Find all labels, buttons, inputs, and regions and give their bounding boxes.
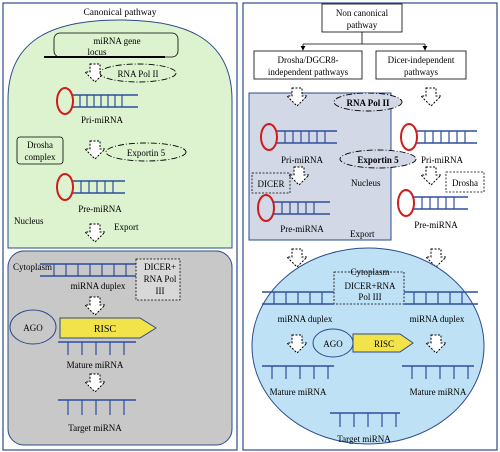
nc-dicer-label: DICER (258, 179, 285, 189)
nc-duplex-right (404, 291, 478, 305)
nc-pre-mirna-right (397, 189, 468, 217)
dicer-label-1: DICER+ (144, 262, 176, 272)
nc-drosha-box (445, 171, 485, 193)
dicer-label-3: III (156, 286, 165, 296)
target-mirna-label: Target miRNA (68, 423, 122, 433)
nc-risc-complex (352, 333, 414, 353)
exportin-5-ellipse (105, 142, 187, 162)
dicer-independent-2: pathways (404, 67, 438, 77)
nc-mature-right-strand (402, 365, 474, 379)
nc-dicer-pol-label-1: DICER+RNA (344, 281, 396, 291)
mature-mirna-label: Mature miRNA (67, 360, 124, 370)
mirna-duplex-label: miRNA duplex (71, 281, 126, 291)
dicer-label-2: RNA Pol (144, 274, 177, 284)
risc-label: RISC (94, 324, 117, 335)
nc-target-label: Target miRNA (337, 434, 391, 444)
noncanonical-title-1: Non canonical (336, 8, 389, 18)
nc-mature-right-label: Mature miRNA (410, 387, 467, 397)
nc-rna-pol-ii-ellipse (333, 92, 403, 112)
nc-pre-mirna-left (257, 194, 330, 222)
drosha-label-2: complex (25, 152, 56, 162)
nc-duplex-left (262, 291, 334, 305)
gene-locus-label-2: locus (88, 47, 107, 57)
ago-protein (9, 309, 57, 345)
nc-pre-mirna-right-label: Pre-miRNA (414, 220, 458, 230)
nc-pri-mirna-left-label: Pri-miRNA (281, 155, 324, 165)
canonical-title: Canonical pathway (83, 8, 156, 18)
mature-mirna-strand (58, 341, 136, 355)
noncanonical-title-2: pathway (347, 20, 378, 30)
nc-mature-left-label: Mature miRNA (270, 387, 327, 397)
dicer-box (135, 258, 181, 301)
drosha-independent-2: independent pathways (268, 67, 349, 77)
nc-ago-label: AGO (323, 339, 343, 349)
noncanonical-title-box (321, 3, 403, 33)
nc-rna-pol-ii-label: RNA Pol II (346, 98, 390, 108)
gene-locus-label-1: miRNA gene (93, 36, 140, 46)
nc-exportin-5-label: Exportin 5 (357, 155, 399, 165)
drosha-independent-box (253, 50, 363, 80)
rna-pol-ii-label: RNA Pol II (117, 69, 158, 79)
export-label: Export (114, 222, 139, 232)
dicer-independent-1: Dicer-independent (388, 55, 455, 65)
pri-mirna-hairpin (56, 87, 138, 115)
risc-complex (59, 317, 157, 339)
nc-risc-label: RISC (374, 339, 394, 349)
mirna-duplex (40, 263, 136, 277)
nc-exportin-5-ellipse (339, 149, 417, 169)
pri-mirna-label: Pri-miRNA (81, 115, 124, 125)
nc-pri-mirna-right-label: Pri-miRNA (421, 155, 464, 165)
nc-duplex-right-label: miRNA duplex (410, 314, 465, 324)
nucleus-label: Nucleus (14, 216, 44, 226)
nucleus-region (7, 19, 233, 249)
nc-dicer-pol-label-2: Pol III (358, 292, 381, 302)
exportin-5-label: Exportin 5 (127, 148, 166, 158)
nc-pri-mirna-right (400, 123, 477, 151)
nc-pre-mirna-left-label: Pre-miRNA (280, 224, 324, 234)
nc-mature-left-strand (262, 365, 334, 379)
cytoplasm-label: Cytoplasm (13, 262, 52, 272)
ago-label: AGO (23, 323, 43, 333)
drosha-complex-box (16, 136, 64, 165)
dicer-independent-box (375, 50, 467, 80)
pre-mirna-label: Pre-miRNA (78, 204, 122, 214)
drosha-label-1: Drosha (27, 140, 53, 150)
nc-dicer-box (251, 172, 291, 194)
pre-mirna-hairpin (56, 173, 125, 201)
nc-nucleus-label: Nucleus (351, 178, 381, 188)
nc-dicer-pol-box (333, 271, 405, 305)
target-mirna-strand (58, 399, 136, 415)
rna-pol-ii-ellipse (99, 63, 177, 83)
drosha-independent-1: Drosha/DGCR8- (278, 55, 339, 65)
nc-target-strand (330, 412, 400, 427)
nc-duplex-left-label: miRNA duplex (278, 314, 333, 324)
nc-export-label: Export (350, 229, 375, 239)
nc-drosha-label: Drosha (452, 178, 478, 188)
nc-pri-mirna-left (260, 123, 337, 151)
nc-cytoplasm-label: Cytoplasm (350, 267, 389, 277)
